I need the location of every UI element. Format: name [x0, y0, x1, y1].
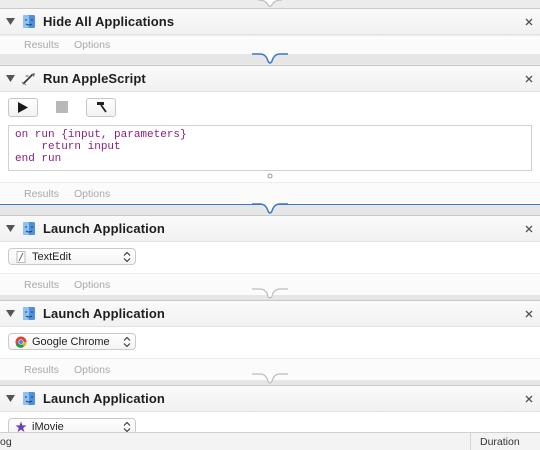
connector-arrow: [252, 53, 288, 64]
disclosure-triangle-icon[interactable]: [4, 16, 16, 28]
close-icon[interactable]: [523, 308, 535, 320]
chevron-updown-icon: [123, 251, 131, 263]
log-statusbar: og Duration: [0, 432, 540, 450]
connector-arrow: [252, 288, 288, 299]
chrome-icon: [14, 335, 27, 348]
action-launch-application[interactable]: Launch Application iMovie: [0, 385, 540, 435]
options-button[interactable]: Options: [74, 187, 111, 200]
connector-arrow: [252, 203, 288, 214]
action-title: Launch Application: [43, 306, 165, 321]
stop-button[interactable]: [47, 98, 77, 117]
duration-column-header[interactable]: Duration: [480, 436, 520, 448]
disclosure-triangle-icon[interactable]: [4, 308, 16, 320]
script-line: on run {input, parameters}: [15, 129, 187, 141]
imovie-icon: [14, 420, 27, 433]
application-popup[interactable]: TextEdit: [8, 248, 136, 265]
finder-icon: [21, 221, 37, 237]
disclosure-triangle-icon[interactable]: [4, 223, 16, 235]
application-popup[interactable]: Google Chrome: [8, 333, 136, 350]
action-title: Hide All Applications: [43, 14, 175, 29]
close-icon[interactable]: [523, 393, 535, 405]
application-name: Google Chrome: [32, 335, 110, 348]
options-button[interactable]: Options: [74, 278, 111, 291]
action-hide-all-applications[interactable]: Hide All Applications Results Options: [0, 8, 540, 54]
options-button[interactable]: Options: [74, 39, 111, 51]
results-button[interactable]: Results: [24, 187, 60, 200]
play-icon: [18, 101, 28, 113]
script-line: end run: [15, 153, 62, 165]
results-button[interactable]: Results: [24, 278, 60, 291]
finder-icon: [21, 306, 37, 322]
connector-arrow: [252, 373, 288, 384]
chevron-updown-icon: [123, 421, 131, 433]
resize-handle[interactable]: [0, 171, 540, 180]
connector-arrow: [257, 0, 283, 8]
column-divider: [470, 433, 471, 450]
close-icon[interactable]: [523, 73, 535, 85]
action-run-applescript[interactable]: Run AppleScript on run {input, parameter…: [0, 65, 540, 205]
textedit-icon: [14, 250, 27, 263]
action-launch-application[interactable]: Launch Application Google Chrome Results…: [0, 300, 540, 380]
run-button[interactable]: [8, 97, 38, 117]
close-icon[interactable]: [523, 16, 535, 28]
action-launch-application[interactable]: Launch Application TextEdit Results Opti…: [0, 215, 540, 295]
chevron-updown-icon: [123, 336, 131, 348]
options-button[interactable]: Options: [74, 363, 111, 376]
script-icon: [21, 71, 37, 87]
action-title: Launch Application: [43, 221, 165, 236]
action-title: Run AppleScript: [43, 71, 146, 86]
stop-icon: [56, 101, 68, 113]
log-column-header[interactable]: og: [0, 436, 12, 448]
application-name: TextEdit: [32, 250, 72, 263]
compile-button[interactable]: [86, 97, 116, 117]
finder-icon: [21, 391, 37, 407]
results-button[interactable]: Results: [24, 39, 60, 51]
application-name: iMovie: [32, 420, 64, 433]
close-icon[interactable]: [523, 223, 535, 235]
script-line: return input: [15, 141, 121, 153]
action-title: Launch Application: [43, 391, 165, 406]
disclosure-triangle-icon[interactable]: [4, 73, 16, 85]
results-button[interactable]: Results: [24, 363, 60, 376]
disclosure-triangle-icon[interactable]: [4, 393, 16, 405]
finder-icon: [21, 14, 37, 30]
hammer-icon: [97, 102, 107, 113]
